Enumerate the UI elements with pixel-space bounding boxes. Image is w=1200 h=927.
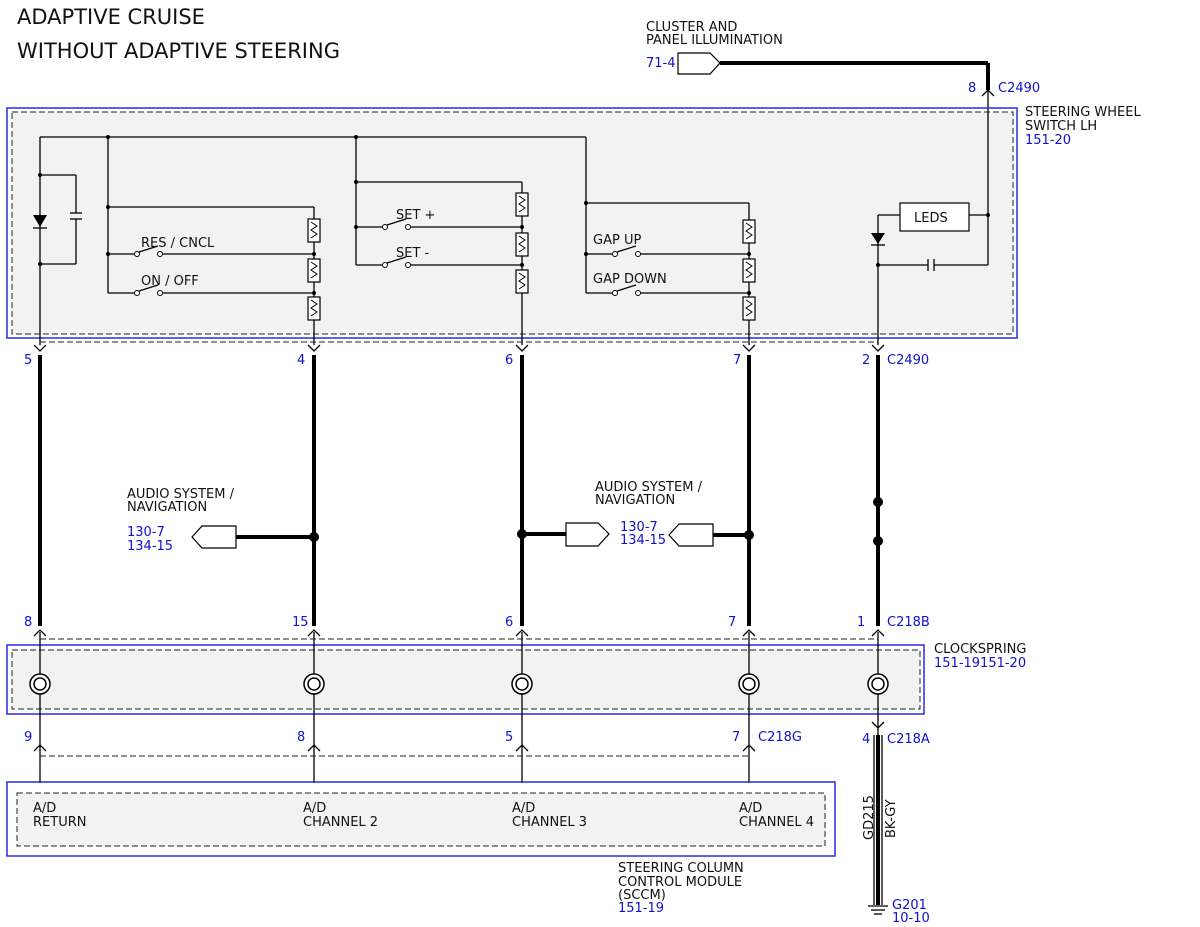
c2490-pin-4: 4 <box>297 353 305 368</box>
switch-gap-up: GAP UP <box>593 233 641 248</box>
c218b-pin-15: 15 <box>292 615 309 630</box>
ground-ref[interactable]: 10-10 <box>892 911 930 926</box>
c218b-pin-1: 1 <box>857 615 865 630</box>
sccm-ch2-l2: CHANNEL 2 <box>303 815 378 830</box>
c218a-pin-4: 4 <box>862 732 870 747</box>
sccm-name-1: STEERING COLUMN <box>618 861 744 876</box>
sccm-ch4-l1: A/D <box>739 801 762 816</box>
diode-icon <box>33 215 47 227</box>
c2490-pin-2: 2 <box>862 353 870 368</box>
steering-wheel-switch-name-2: SWITCH LH <box>1025 119 1097 134</box>
audio-left-label-1: AUDIO SYSTEM / <box>127 487 235 502</box>
c2490-top-connector-label: C2490 <box>998 81 1040 96</box>
c218b-connector-pins <box>33 629 885 637</box>
title-line-1: ADAPTIVE CRUISE <box>17 5 205 29</box>
c2490-bottom-connector-label: C2490 <box>887 353 929 368</box>
c2490-pin-5: 5 <box>24 353 32 368</box>
sccm-ch3-l1: A/D <box>512 801 535 816</box>
leds-box <box>899 202 970 232</box>
c2490-pin8-label: 8 <box>968 81 976 96</box>
audio-right-label-1: AUDIO SYSTEM / <box>595 480 703 495</box>
sccm-box <box>6 781 836 857</box>
audio-right-ref-1[interactable]: 130-7 <box>620 520 658 535</box>
c218b-connector-label: C218B <box>887 615 930 630</box>
audio-left-label-2: NAVIGATION <box>127 500 207 515</box>
c218g-pin-8: 8 <box>297 730 305 745</box>
c218b-pin-8: 8 <box>24 615 32 630</box>
steering-wheel-switch-box <box>6 107 1018 339</box>
audio-center-connector <box>565 522 610 547</box>
audio-right-label-2: NAVIGATION <box>595 493 675 508</box>
title-line-2: WITHOUT ADAPTIVE STEERING <box>17 39 340 63</box>
c218g-connector-pins <box>33 721 885 752</box>
leds-label: LEDS <box>914 211 948 226</box>
c2490-connector-pins <box>33 344 885 352</box>
c2490-pin-7: 7 <box>733 353 741 368</box>
main-wires <box>38 355 883 626</box>
clockspring-coils <box>29 632 889 783</box>
c218g-pin-9: 9 <box>24 730 32 745</box>
audio-right-ref-2[interactable]: 134-15 <box>620 533 666 548</box>
cluster-label-2: PANEL ILLUMINATION <box>646 33 783 48</box>
switch-set-minus: SET - <box>396 246 430 261</box>
sccm-ch1-l1: A/D <box>33 801 56 816</box>
sccm-ch4-l2: CHANNEL 4 <box>739 815 814 830</box>
c218g-connector-label: C218G <box>758 730 802 745</box>
ground-wire-color: BK-GY <box>884 799 899 838</box>
c218g-pin-5: 5 <box>505 730 513 745</box>
sccm-ch2-l1: A/D <box>303 801 326 816</box>
audio-left-ref-1[interactable]: 130-7 <box>127 525 165 540</box>
audio-left-connector <box>191 525 237 549</box>
cluster-label-1: CLUSTER AND <box>646 20 737 35</box>
c218g-pin-7: 7 <box>732 730 740 745</box>
ground-location: G201 <box>892 898 927 913</box>
clockspring-refs[interactable]: 151-19151-20 <box>934 656 1026 671</box>
c2490-pin-6: 6 <box>505 353 513 368</box>
clockspring-name: CLOCKSPRING <box>934 642 1026 657</box>
sccm-ch1-l2: RETURN <box>33 815 86 830</box>
ground-wire <box>868 735 888 915</box>
audio-right-connector <box>668 523 714 547</box>
switch-res-cncl: RES / CNCL <box>141 236 215 251</box>
c218a-connector-label: C218A <box>887 732 930 747</box>
sccm-ref[interactable]: 151-19 <box>618 901 664 916</box>
sccm-name-3: (SCCM) <box>618 888 666 903</box>
ground-circuit: GD215 <box>862 795 877 840</box>
led-diode-icon <box>871 233 885 244</box>
switch-set-plus: SET + <box>396 208 435 223</box>
switch-on-off: ON / OFF <box>141 274 199 289</box>
switch-internal-circuit <box>33 112 990 345</box>
steering-wheel-switch-ref[interactable]: 151-20 <box>1025 133 1071 148</box>
sccm-name-2: CONTROL MODULE <box>618 875 742 890</box>
audio-left-ref-2[interactable]: 134-15 <box>127 539 173 554</box>
steering-wheel-switch-name-1: STEERING WHEEL <box>1025 105 1141 120</box>
cluster-ref[interactable]: 71-4 <box>646 56 676 71</box>
c218b-pin-7: 7 <box>728 615 736 630</box>
cluster-connector-arrow <box>677 52 721 75</box>
c218b-pin-6: 6 <box>505 615 513 630</box>
clockspring-box <box>6 644 925 715</box>
sccm-ch3-l2: CHANNEL 3 <box>512 815 587 830</box>
switch-gap-down: GAP DOWN <box>593 272 667 287</box>
